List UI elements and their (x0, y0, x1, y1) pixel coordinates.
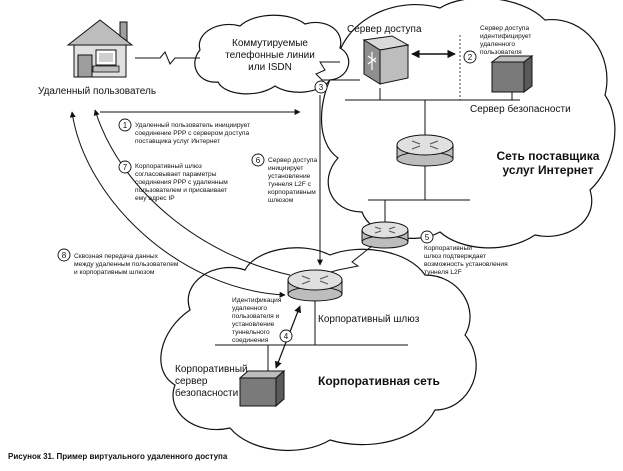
svg-text:3: 3 (319, 83, 324, 92)
step-1-marker: 1 (118, 118, 132, 132)
step-1-text: Удаленный пользователь инициирует соедин… (135, 121, 252, 145)
pstn-label-2: телефонные линии (225, 49, 315, 61)
svg-text:8: 8 (62, 251, 67, 260)
step-8-text: Сквозная передача данных между удаленным… (74, 253, 180, 276)
svg-text:5: 5 (425, 233, 430, 242)
corp-network-label: Корпоративная сеть (318, 374, 440, 388)
corp-gateway-label: Корпоративный шлюз (318, 314, 420, 325)
line-pstn-access (315, 61, 360, 81)
isp-network-label-2: услуг Интернет (503, 163, 594, 177)
step-5-text: Корпоративный шлюз подтверждает возможно… (424, 244, 510, 276)
svg-text:4: 4 (284, 332, 289, 341)
pstn-label-1: Коммутируемые (232, 38, 308, 49)
access-server-icon (362, 35, 410, 85)
step-6-marker: 6 (251, 153, 265, 167)
pstn-cloud (194, 14, 350, 95)
step-7-text: Корпоративный шлюз согласовывает парамет… (135, 162, 230, 202)
step-4-marker: 4 (279, 329, 293, 343)
remote-user-label: Удаленный пользователь (38, 86, 156, 97)
svg-text:2: 2 (468, 53, 473, 62)
access-server-label: Сервер доступа (347, 24, 422, 35)
router-icon (396, 134, 454, 167)
corp-security-server-label-3: безопасности (175, 387, 238, 399)
isp-network-label-1: Сеть поставщика (497, 149, 600, 163)
computer-icon (92, 49, 120, 73)
step-7-marker: 7 (118, 160, 132, 174)
step-8-marker: 8 (57, 248, 71, 262)
step-6-text: Сервер доступа инициирует установление т… (268, 157, 319, 204)
pstn-label-3: или ISDN (248, 62, 292, 73)
line-border-corp (319, 245, 373, 276)
line-house-pstn (135, 51, 200, 65)
router-icon (361, 221, 409, 249)
isp-network-cloud (321, 0, 616, 249)
step-4-text: Идентификация удаленного пользователя и … (232, 297, 283, 344)
svg-text:6: 6 (256, 156, 261, 165)
security-server-icon (490, 55, 534, 93)
step-3-marker: 3 (314, 80, 328, 94)
svg-text:1: 1 (123, 121, 128, 130)
security-server-label: Сервер безопасности (470, 103, 571, 115)
arrow-step8 (69, 111, 286, 298)
svg-text:7: 7 (123, 163, 128, 172)
corp-security-server-label-1: Корпоративный (175, 364, 248, 375)
step-2-text: Сервер доступа идентифицирует удаленного… (480, 25, 533, 56)
figure-caption: Рисунок 31. Пример виртуального удаленно… (8, 452, 228, 461)
corp-security-server-label-2: сервер (175, 376, 208, 387)
corporate-server-icon (238, 369, 286, 408)
router-icon (287, 269, 343, 302)
step-5-marker: 5 (420, 230, 434, 244)
step-2-marker: 2 (463, 50, 477, 64)
